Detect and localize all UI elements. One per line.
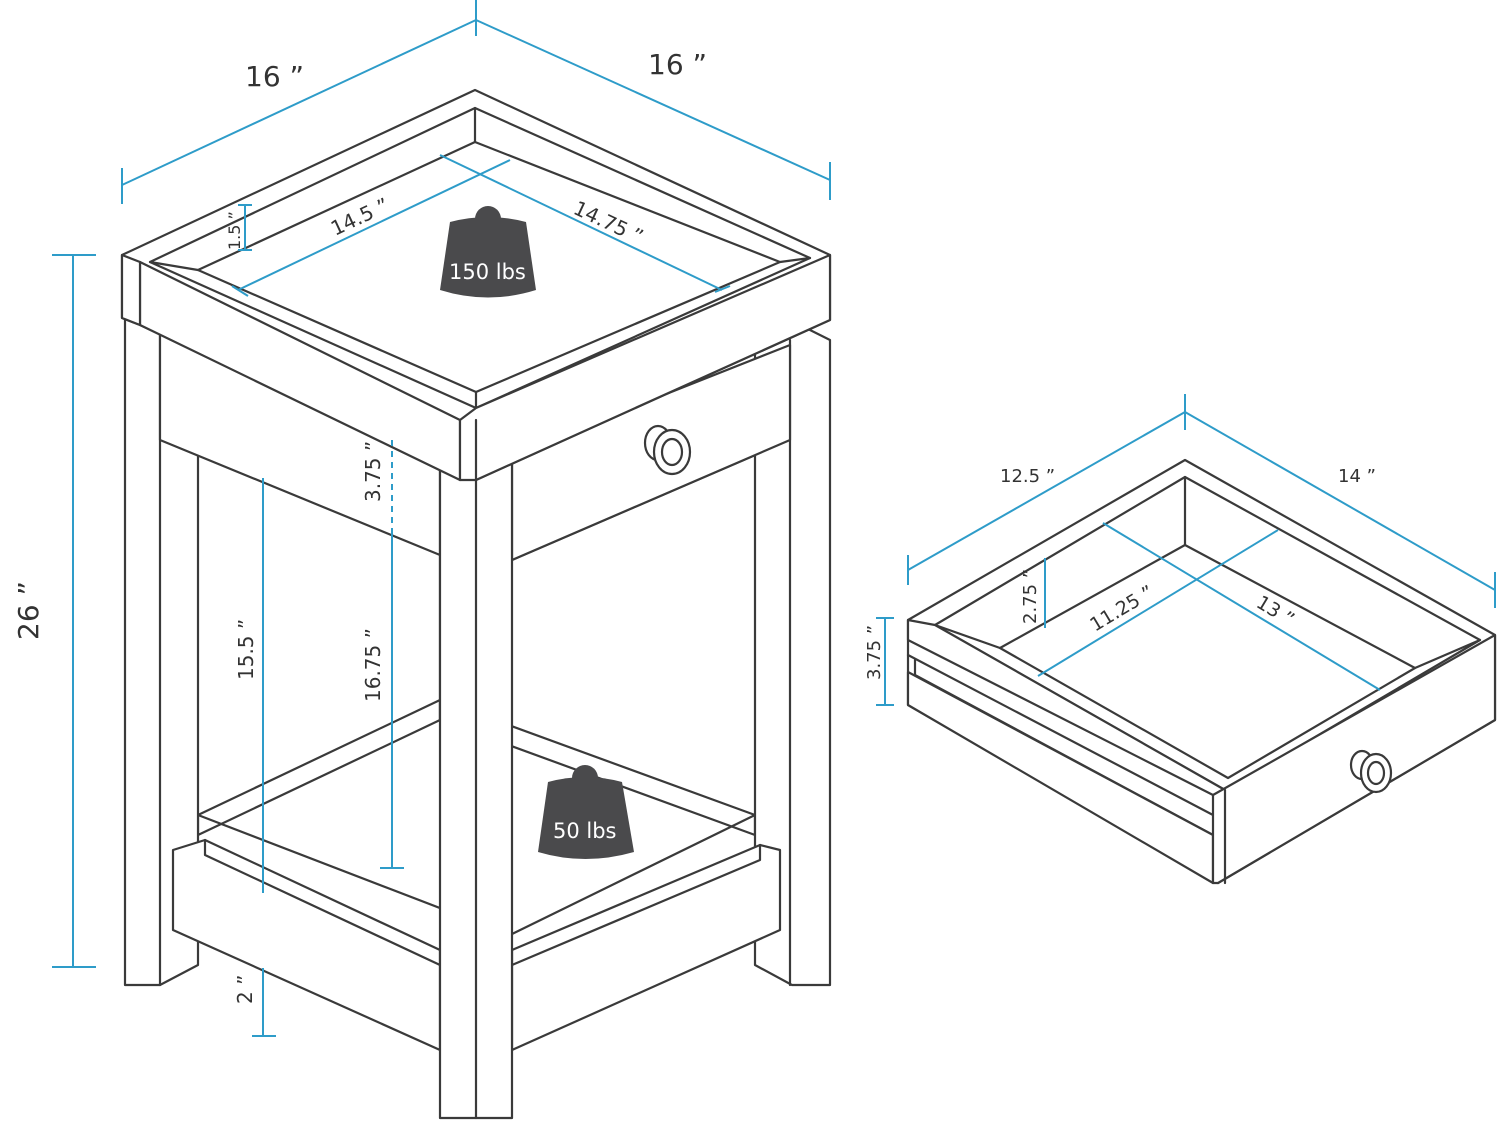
drawer-knob-icon-2 [1349,749,1393,794]
label-table-height: 26 ” [12,581,45,640]
label-drawer-width: 12.5 ” [1000,466,1055,487]
drawer-drawing [906,458,1497,885]
weight-top-icon [440,206,536,298]
label-drawer-to-shelf: 16.75 ” [361,628,385,702]
label-drawer-height: 3.75 ” [864,625,885,680]
label-shelf-capacity: 50 lbs [553,819,617,843]
label-top-capacity: 150 lbs [449,260,526,284]
weight-shelf-icon [538,765,634,859]
label-drawer-face-height: 3.75 ” [361,441,385,502]
label-drawer-inner-height: 2.75 ” [1020,569,1041,624]
label-shelf-to-floor: 2 ” [233,975,257,1004]
label-top-rim-height: 1.5 ” [225,211,244,250]
label-drawer-depth: 14 ” [1338,466,1376,487]
drawer-dimension-lines [876,394,1496,706]
drawer-knob-icon [643,424,692,476]
label-table-width: 16 ” [245,60,304,93]
table-dimension-lines [52,0,831,1037]
label-table-depth: 16 ” [648,48,707,81]
label-shelf-clearance: 15.5 ” [234,619,258,680]
